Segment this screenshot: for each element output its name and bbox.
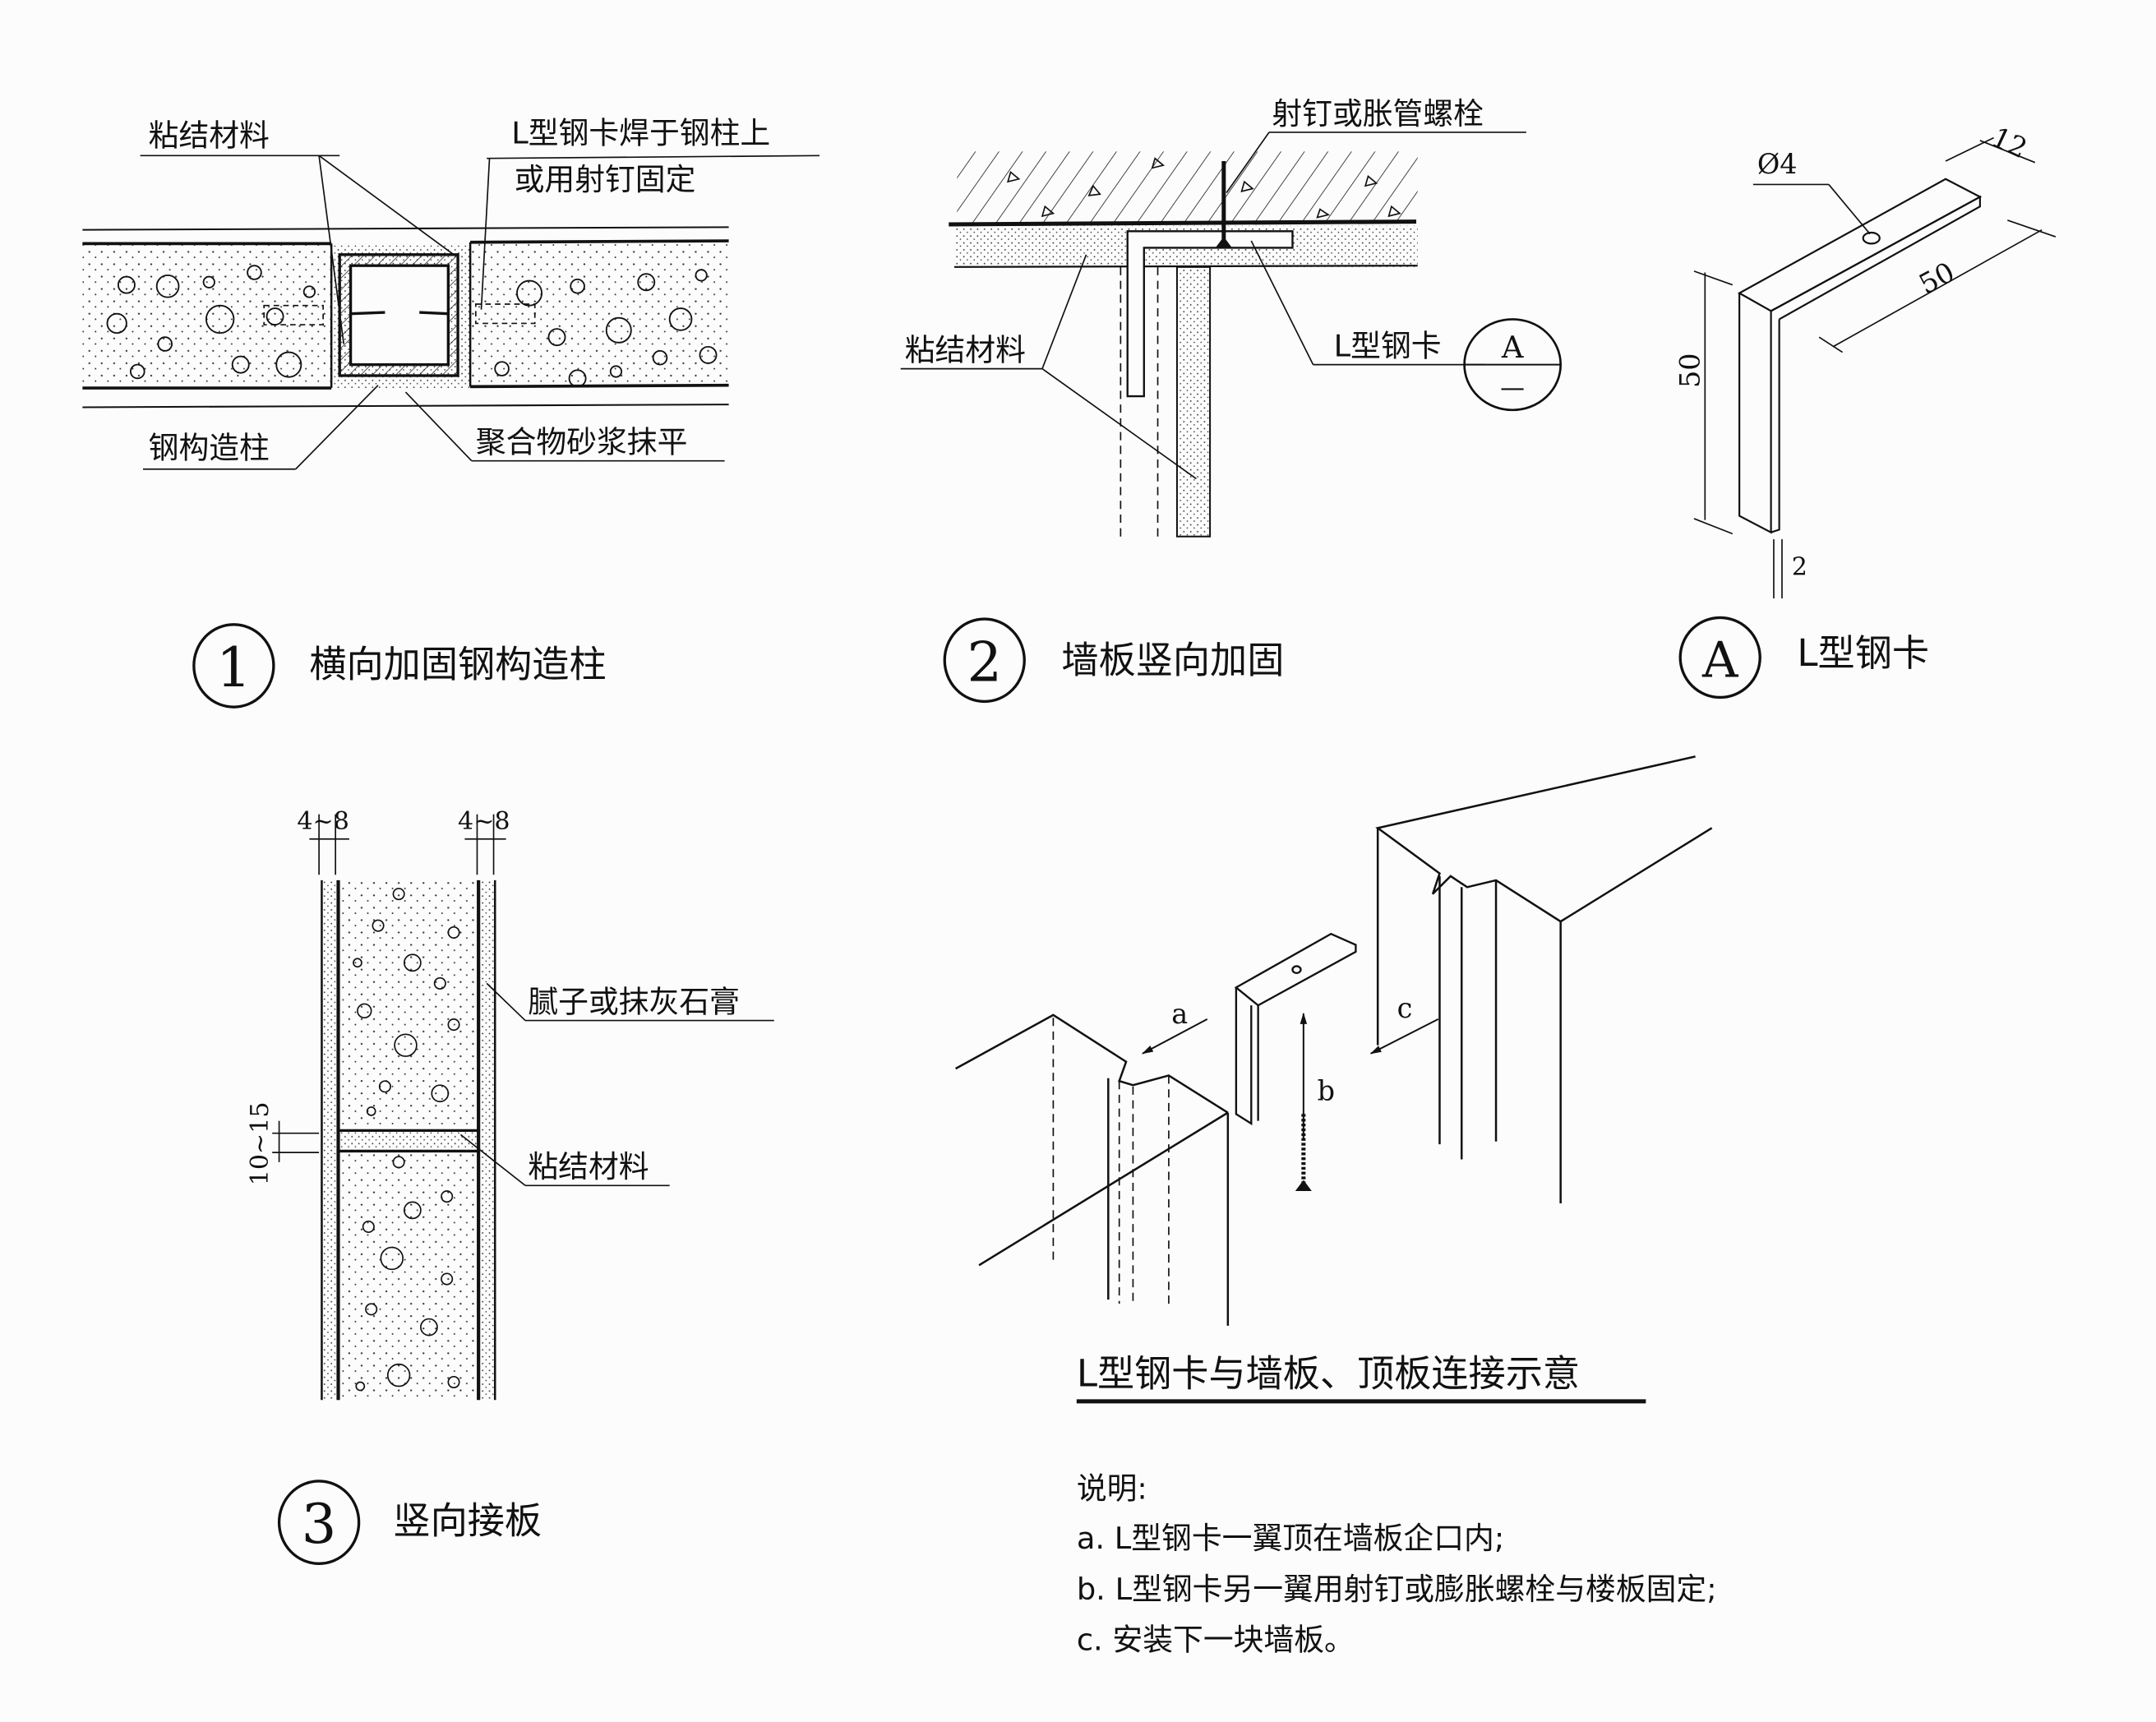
slab-hatch	[957, 151, 1418, 224]
adhesive-joint	[338, 1130, 479, 1152]
aerated-bubbles	[353, 888, 460, 1392]
detail-2-number-circle	[943, 617, 1026, 704]
upper-wall-panel	[1375, 755, 1713, 1204]
detail-1-horizontal-steel-column: 粘结材料 L型钢卡焊于钢柱上 或用射钉固定 钢构造柱 聚合物砂浆抹平 1 横向加…	[82, 115, 820, 709]
assembly-title: L型钢卡与墙板、顶板连接示意	[1077, 1352, 1580, 1396]
dimension-lines	[1693, 136, 2057, 598]
detail-a-letter: A	[1701, 631, 1739, 689]
label-l-clip: L型钢卡	[1334, 329, 1442, 364]
dim-thickness: 2	[1792, 553, 1807, 582]
detail-1-number-circle	[192, 623, 275, 709]
ref-letter: A	[1501, 330, 1524, 365]
l-clip-isometric	[1737, 178, 1983, 534]
dim-leg-vertical: 50	[1674, 353, 1706, 388]
detail-2-number: 2	[967, 630, 1002, 694]
step-c-label: c	[1397, 992, 1413, 1024]
detail-3-vertical-panel-joint: 4~8 4~8 10~15 腻子或抹灰石膏 粘结材料 3 竖向接板	[246, 807, 774, 1565]
dim-hole-diameter: Ø4	[1757, 148, 1798, 180]
label-steel-column: 钢构造柱	[149, 430, 270, 465]
detail-a-l-steel-clip: Ø4 12 50 50 2 A L型钢卡	[1674, 121, 2057, 699]
step-b-label: b	[1318, 1075, 1335, 1107]
detail-2-wall-vertical-reinforcement: 射钉或胀管螺栓 粘结材料 L型钢卡 A — 2 墙板竖向加固	[900, 96, 1563, 704]
label-clip-line2: 或用射钉固定	[515, 162, 696, 197]
label-fastener: 射钉或胀管螺栓	[1272, 96, 1484, 132]
l-steel-clip	[1126, 230, 1294, 398]
arrow-c	[1369, 1018, 1439, 1055]
detail-1-number: 1	[216, 635, 252, 699]
wall-plaster	[1175, 265, 1212, 538]
dim-left-plaster: 4~8	[297, 807, 349, 836]
label-putty: 腻子或抹灰石膏	[528, 985, 740, 1020]
label-adhesive: 粘结材料	[905, 333, 1026, 368]
dim-joint: 10~15	[246, 1101, 275, 1185]
dim-right-plaster: 4~8	[458, 807, 510, 836]
note-a: a. L型钢卡一翼顶在墙板企口内;	[1077, 1521, 1504, 1556]
l-clip-exploded	[1234, 932, 1357, 1126]
notes-heading: 说明:	[1077, 1471, 1147, 1507]
detail-3-number-circle	[277, 1480, 361, 1565]
ref-sheet: —	[1500, 374, 1525, 403]
label-adhesive: 粘结材料	[528, 1149, 649, 1184]
panel-lower	[338, 1151, 479, 1401]
dim-leg-horizontal: 50	[1914, 256, 1960, 300]
wall-panel-right	[470, 242, 729, 387]
panel-upper	[338, 879, 479, 1131]
detail-2-title: 墙板竖向加固	[1061, 638, 1284, 681]
label-clip-line1: L型钢卡焊于钢柱上	[511, 115, 770, 150]
detail-a-letter-circle	[1678, 616, 1761, 699]
label-adhesive: 粘结材料	[149, 118, 270, 154]
screw-icon	[1295, 1114, 1312, 1191]
arrow-a	[1141, 1018, 1208, 1055]
aerated-bubbles	[106, 265, 718, 388]
detail-1-title: 横向加固钢构造柱	[309, 642, 606, 686]
assembly-diagram: a b c L型钢卡与墙板、顶板连接示意 说明: a. L型钢卡一翼顶在墙板企口…	[955, 755, 1717, 1658]
detail-3-title: 竖向接板	[393, 1499, 542, 1543]
step-a-label: a	[1171, 998, 1188, 1030]
detail-a-title: L型钢卡	[1797, 631, 1929, 675]
lower-wall-panel	[955, 1013, 1230, 1326]
note-c: c. 安装下一块墙板。	[1077, 1623, 1355, 1658]
slab-aggregate	[1006, 157, 1401, 219]
detail-3-number: 3	[302, 1492, 337, 1556]
label-mortar: 聚合物砂浆抹平	[476, 425, 688, 460]
note-b: b. L型钢卡另一翼用射钉或膨胀螺栓与楼板固定;	[1077, 1572, 1717, 1607]
